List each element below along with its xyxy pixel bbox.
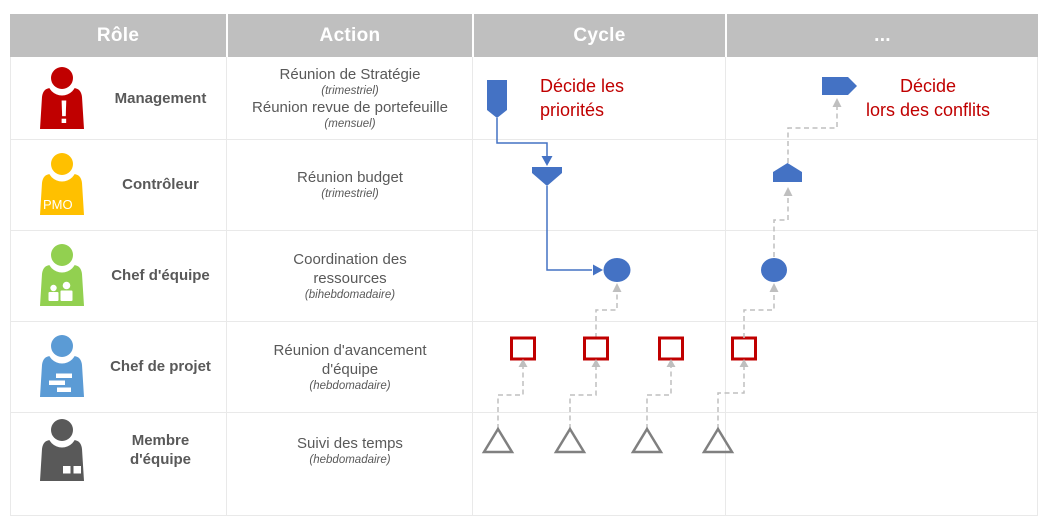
header-cell-more: ... [727,14,1038,57]
person-head [51,67,73,89]
action-cell: Suivi des temps (hebdomadaire) [228,412,472,488]
management-icon: ! [34,67,90,129]
action-cell: Coordination des ressources (bihebdomada… [228,230,472,321]
task-squares-glyph [63,466,81,474]
action-cell: Réunion budget (trimestriel) [228,139,472,230]
action-frequency: (mensuel) [324,118,376,130]
action-frequency: (trimestriel) [321,85,379,97]
grid-line [226,57,227,516]
row-controleur: PMO Contrôleur Réunion budget (trimestri… [10,139,1038,230]
action-frequency: (hebdomadaire) [309,379,391,392]
team-member-icon [34,419,90,481]
grid-line [10,57,11,516]
grid-line [10,321,1038,322]
action-text: Réunion budget [297,169,403,186]
role-label: Management [114,89,207,107]
grid-line [10,515,1038,516]
action-text: Réunion revue de portefeuille [252,99,448,116]
action-frequency: (bihebdomadaire) [304,288,396,301]
action-frequency: (hebdomadaire) [309,453,391,466]
role-label: Contrôleur [122,176,199,193]
row-membre-equipe: Membre d'équipe Suivi des temps (hebdoma… [10,412,1038,488]
action-cell: Réunion de Stratégie (trimestriel) Réuni… [228,57,472,139]
decide-priorities-note: Décide les priorités [540,76,625,120]
header-label: Action [319,24,381,46]
header-cell-action: Action [228,14,472,57]
action-frequency: (trimestriel) [321,188,379,200]
row-chef-projet: Chef de projet Réunion d'avancement d'éq… [10,321,1038,412]
team-lead-icon [34,244,90,306]
role-label: Chef d'équipe [111,267,210,284]
pmo-controller-icon: PMO [34,153,90,215]
person-head [51,335,73,357]
pmo-badge: PMO [43,197,73,212]
person-body [40,440,84,481]
person-head [51,153,73,175]
action-text: Réunion d'avancement d'équipe [273,341,427,378]
action-text: Coordination des ressources [293,250,407,287]
row-management: ! Management Réunion de Stratégie (trime… [10,57,1038,139]
header-label: Cycle [573,24,626,46]
gantt-bars-glyph [49,373,72,392]
person-body [40,174,84,215]
project-manager-icon [34,335,90,397]
action-text: Suivi des temps [297,434,403,452]
role-label: Chef de projet [110,358,211,375]
header-label: Rôle [96,24,140,46]
grid-line [725,57,726,516]
header-label: ... [874,24,891,46]
header-cell-cycle: Cycle [474,14,725,57]
action-cell: Réunion d'avancement d'équipe (hebdomada… [228,321,472,412]
action-text: Réunion de Stratégie [279,66,421,83]
mini-team-glyph [48,281,73,301]
header-cell-role: Rôle [10,14,226,57]
grid-line [10,412,1038,413]
grid-line [472,57,473,516]
grid-line [1037,57,1038,516]
person-head [51,244,73,266]
exclamation-badge: ! [59,94,70,129]
grid-line [10,230,1038,231]
person-head [51,419,73,441]
row-chef-equipe: Chef d'équipe Coordination des ressource… [10,230,1038,321]
person-body [40,88,84,129]
role-label: Membre d'équipe [129,432,192,468]
decide-conflicts-note: Décide lors des conflits [865,76,991,120]
